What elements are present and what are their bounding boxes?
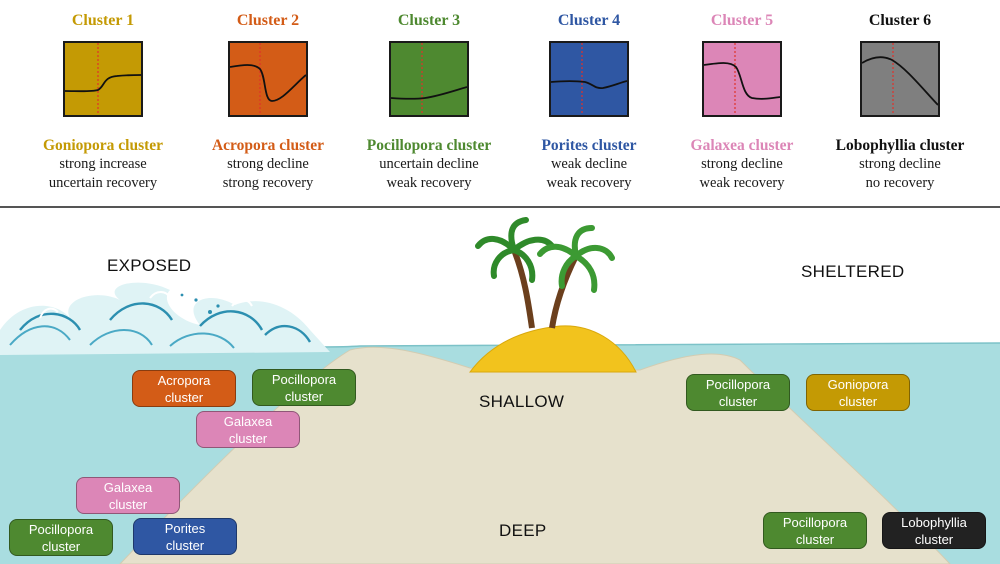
tag-sublabel: cluster <box>795 531 835 547</box>
cluster-3-recovery-text: weak recovery <box>386 175 472 191</box>
exposed-shallow-pocillopora-tag: Pocillopora cluster <box>252 369 356 406</box>
breaking-waves-illustration <box>0 282 330 355</box>
cluster-4-trend-box <box>549 41 629 117</box>
cluster-6-panel: Cluster 6 Lobophyllia cluster strong dec… <box>820 10 980 193</box>
cluster-5-recovery-text: weak recovery <box>699 175 785 191</box>
tag-sublabel: cluster <box>41 538 81 554</box>
cluster-6-trend-text: strong decline <box>859 156 941 172</box>
cluster-4-recovery-text: weak recovery <box>546 175 632 191</box>
palm-trees-illustration <box>475 217 615 329</box>
exposed-deep-pocillopora-tag: Pocillopora cluster <box>9 519 113 556</box>
cluster-4-panel: Cluster 4 Porites cluster weak decline w… <box>509 10 669 193</box>
cluster-3-trend-line <box>391 86 467 100</box>
sheltered-shallow-pocillopora-tag: Pocillopora cluster <box>686 374 790 411</box>
exposed-shallow-galaxea-tag: Galaxea cluster <box>196 411 300 448</box>
exposed-label: EXPOSED <box>107 256 192 275</box>
tag-sublabel: cluster <box>228 430 268 446</box>
cluster-4-name: Porites cluster <box>541 137 637 154</box>
cluster-6-title: Cluster 6 <box>868 12 932 29</box>
cluster-1-recovery-text: uncertain recovery <box>48 175 158 191</box>
tag-label: Pocillopora <box>271 371 337 387</box>
cluster-2-trend-line <box>230 64 306 102</box>
cluster-6-trend-line <box>862 56 938 106</box>
tag-label: Galaxea <box>103 479 153 495</box>
cluster-1-trend-text: strong increase <box>59 156 147 172</box>
cluster-3-trend-text: uncertain decline <box>379 156 479 172</box>
cluster-4-trend-text: weak decline <box>550 156 628 172</box>
sandy-island <box>469 325 637 373</box>
cluster-2-title: Cluster 2 <box>236 12 300 29</box>
sheltered-deep-pocillopora-tag: Pocillopora cluster <box>763 512 867 549</box>
cluster-5-trend-box <box>702 41 782 117</box>
cluster-5-name: Galaxea cluster <box>690 137 794 154</box>
shallow-label: SHALLOW <box>479 392 565 411</box>
cluster-5-trend-line <box>704 62 780 100</box>
exposed-deep-porites-tag: Porites cluster <box>133 518 237 555</box>
cluster-2-recovery-text: strong recovery <box>222 175 314 191</box>
sheltered-label: SHELTERED <box>801 262 905 281</box>
cluster-6-name: Lobophyllia cluster <box>835 137 965 154</box>
tag-sublabel: cluster <box>718 393 758 409</box>
exposed-deep-galaxea-tag: Galaxea cluster <box>76 477 180 514</box>
cluster-3-name: Pocillopora cluster <box>366 137 492 154</box>
tag-label: Galaxea <box>223 413 273 429</box>
cluster-6-trend-box <box>860 41 940 117</box>
deep-label: DEEP <box>499 521 547 540</box>
tag-label: Porites <box>164 520 206 536</box>
cluster-2-trend-text: strong decline <box>227 156 309 172</box>
cluster-1-trend-line <box>65 74 141 93</box>
sheltered-deep-lobophyllia-tag: Lobophyllia cluster <box>882 512 986 549</box>
tag-label: Acropora <box>157 372 211 388</box>
tag-sublabel: cluster <box>108 496 148 512</box>
cluster-1-title: Cluster 1 <box>71 12 135 29</box>
cluster-4-title: Cluster 4 <box>557 12 621 29</box>
tag-sublabel: cluster <box>165 537 205 553</box>
cluster-2-name: Acropora cluster <box>211 137 325 154</box>
tag-sublabel: cluster <box>914 531 954 547</box>
cluster-1-name: Goniopora cluster <box>42 137 164 154</box>
tag-label: Pocillopora <box>28 521 94 537</box>
tag-sublabel: cluster <box>838 393 878 409</box>
cluster-2-trend-box <box>228 41 308 117</box>
tag-label: Pocillopora <box>782 514 848 530</box>
cluster-6-recovery-text: no recovery <box>865 175 935 191</box>
section-divider <box>0 206 1000 208</box>
cluster-1-panel: Cluster 1 Goniopora cluster strong incre… <box>23 10 183 193</box>
tag-sublabel: cluster <box>164 389 204 405</box>
cluster-5-trend-text: strong decline <box>701 156 783 172</box>
cluster-1-trend-box <box>63 41 143 117</box>
exposed-shallow-acropora-tag: Acropora cluster <box>132 370 236 407</box>
cluster-3-title: Cluster 3 <box>397 12 461 29</box>
cluster-5-title: Cluster 5 <box>710 12 774 29</box>
cluster-5-panel: Cluster 5 Galaxea cluster strong decline… <box>662 10 822 193</box>
sheltered-shallow-goniopora-tag: Goniopora cluster <box>806 374 910 411</box>
tag-label: Lobophyllia <box>901 514 967 530</box>
cluster-3-panel: Cluster 3 Pocillopora cluster uncertain … <box>349 10 509 193</box>
tag-label: Pocillopora <box>705 376 771 392</box>
cluster-2-panel: Cluster 2 Acropora cluster strong declin… <box>188 10 348 193</box>
tag-label: Goniopora <box>827 376 889 392</box>
tag-sublabel: cluster <box>284 388 324 404</box>
cluster-3-trend-box <box>389 41 469 117</box>
cluster-4-trend-line <box>551 80 627 90</box>
